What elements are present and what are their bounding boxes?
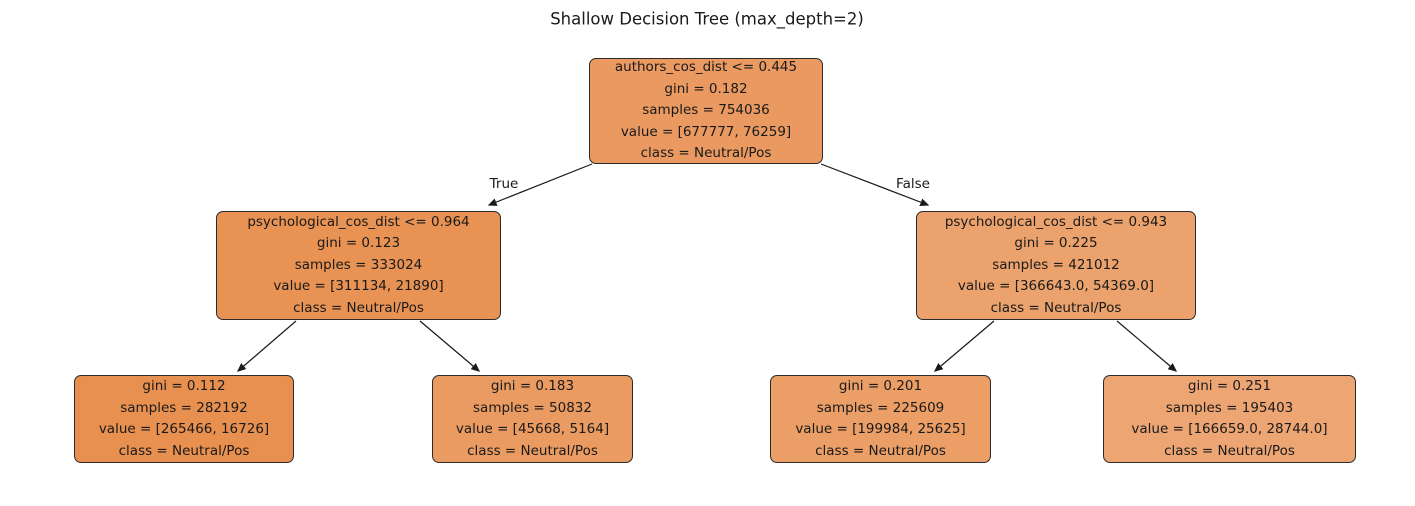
node-class: class = Neutral/Pos: [640, 145, 772, 162]
node-samples: samples = 754036: [642, 102, 770, 119]
figure-title: Shallow Decision Tree (max_depth=2): [550, 9, 864, 29]
edge-label-true: True: [489, 176, 519, 192]
node-class: class = Neutral/Pos: [467, 442, 598, 459]
edge-right-to-leaf3: [933, 320, 995, 372]
node-split-condition: authors_cos_dist <= 0.445: [614, 59, 798, 76]
tree-node-root: authors_cos_dist <= 0.445 gini = 0.182 s…: [589, 58, 823, 164]
tree-node-right-internal: psychological_cos_dist <= 0.943 gini = 0…: [916, 211, 1196, 320]
node-samples: samples = 333024: [294, 256, 423, 273]
node-gini: gini = 0.201: [838, 378, 923, 394]
node-value: value = [677777, 76259]: [620, 123, 792, 140]
node-split-condition: psychological_cos_dist <= 0.964: [247, 213, 470, 230]
edge-label-false: False: [896, 176, 930, 192]
node-samples: samples = 50832: [473, 399, 592, 416]
tree-node-leaf-2: gini = 0.183 samples = 50832 value = [45…: [432, 375, 633, 463]
node-value: value = [199984, 25625]: [795, 421, 966, 437]
node-class: class = Neutral/Pos: [815, 442, 946, 459]
edge-left-to-leaf1: [236, 320, 297, 372]
node-value: value = [265466, 16726]: [98, 421, 270, 437]
node-gini: gini = 0.183: [490, 378, 575, 394]
tree-node-leaf-4: gini = 0.251 samples = 195403 value = [1…: [1103, 375, 1356, 463]
node-class: class = Neutral/Pos: [293, 299, 424, 316]
node-class: class = Neutral/Pos: [1164, 442, 1295, 459]
edge-right-to-leaf4: [1116, 320, 1178, 372]
node-gini: gini = 0.112: [142, 378, 226, 394]
node-gini: gini = 0.182: [664, 80, 748, 97]
edge-left-to-leaf2: [419, 320, 481, 372]
node-class: class = Neutral/Pos: [118, 442, 250, 459]
node-samples: samples = 282192: [120, 399, 248, 416]
tree-node-leaf-3: gini = 0.201 samples = 225609 value = [1…: [770, 375, 991, 463]
node-gini: gini = 0.251: [1187, 378, 1272, 394]
node-gini: gini = 0.123: [316, 235, 401, 252]
node-value: value = [311134, 21890]: [273, 278, 444, 295]
tree-node-leaf-1: gini = 0.112 samples = 282192 value = [2…: [74, 375, 294, 463]
node-value: value = [45668, 5164]: [455, 421, 610, 437]
node-samples: samples = 225609: [816, 399, 945, 416]
node-class: class = Neutral/Pos: [990, 299, 1122, 316]
node-value: value = [166659.0, 28744.0]: [1131, 421, 1328, 437]
node-value: value = [366643.0, 54369.0]: [957, 278, 1155, 295]
node-gini: gini = 0.225: [1014, 235, 1098, 252]
node-split-condition: psychological_cos_dist <= 0.943: [944, 213, 1168, 230]
node-samples: samples = 421012: [992, 256, 1120, 273]
node-samples: samples = 195403: [1165, 399, 1294, 416]
tree-node-left-internal: psychological_cos_dist <= 0.964 gini = 0…: [216, 211, 501, 320]
